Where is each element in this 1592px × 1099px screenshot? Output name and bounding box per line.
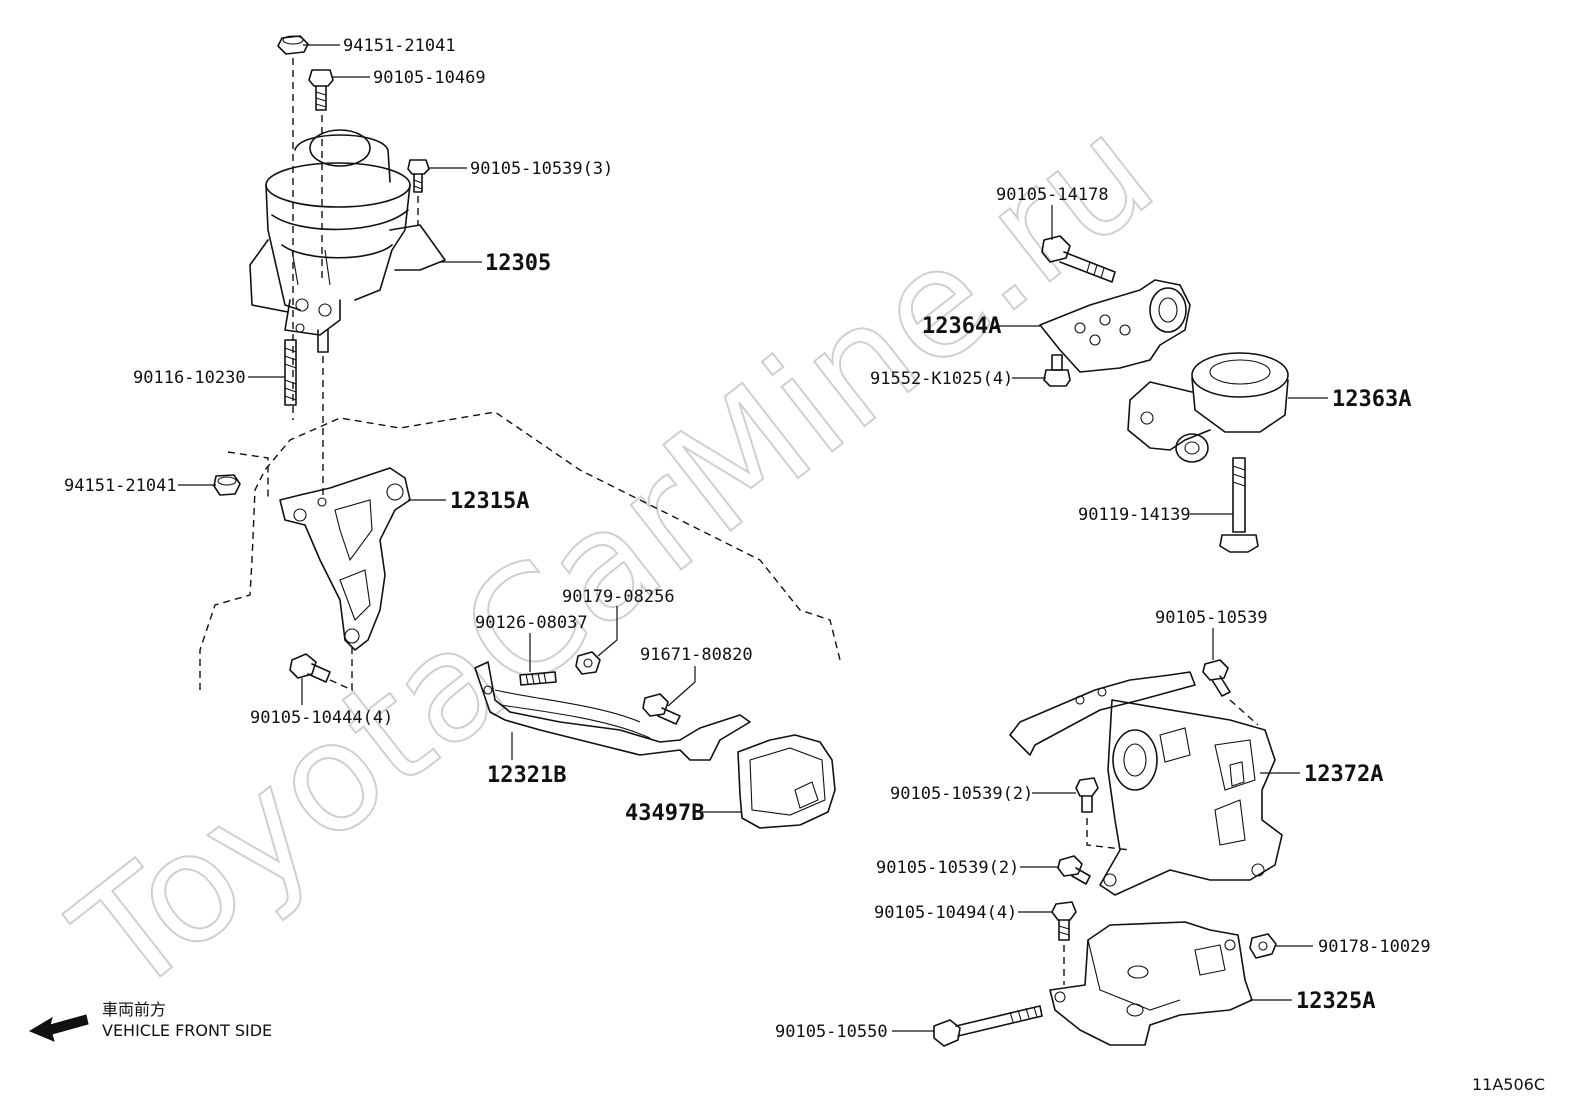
watermark: ToyotaCarMine.ru: [44, 84, 1185, 1028]
leader-lines: [178, 44, 1328, 1032]
label-12315A: 12315A: [450, 489, 529, 514]
bracket-12325A: [1049, 921, 1253, 1046]
label-12325A: 12325A: [1296, 989, 1375, 1014]
mount-12363A: [1127, 352, 1289, 463]
label-90116-10230: 90116-10230: [133, 368, 246, 388]
label-94151-21041-left: 94151-21041: [64, 476, 177, 496]
cover-43497B: [737, 734, 836, 829]
label-91671-80820: 91671-80820: [640, 645, 753, 665]
front-label-jp: 車両前方: [102, 1000, 166, 1019]
label-43497B: 43497B: [625, 801, 704, 826]
label-12363A: 12363A: [1332, 387, 1411, 412]
bracket-12315A: [279, 467, 411, 651]
label-90126-08037: 90126-08037: [475, 613, 588, 633]
bolt-91671-80820: [642, 693, 681, 725]
label-90105-10550: 90105-10550: [775, 1022, 888, 1042]
engine-mount-12305: [249, 129, 446, 336]
label-12364A: 12364A: [922, 314, 1001, 339]
label-90105-10444-4: 90105-10444(4): [250, 708, 393, 728]
label-90105-10539-2a: 90105-10539(2): [890, 784, 1033, 804]
bracket-12321B: [474, 661, 751, 761]
label-90105-10539: 90105-10539: [1155, 608, 1268, 628]
bolt-91552-K1025: [1043, 354, 1071, 387]
label-12372A: 12372A: [1304, 762, 1383, 787]
nut-90178-10029: [1249, 933, 1277, 959]
bolt-90105-10539-2b: [1057, 855, 1091, 885]
bolt-90105-10469: [308, 69, 334, 111]
label-91552-K1025-4: 91552-K1025(4): [870, 369, 1013, 389]
label-90105-10469: 90105-10469: [373, 68, 486, 88]
bolt-90105-10539-3: [407, 159, 430, 193]
nut-94151-top: [277, 35, 309, 55]
nut-90179-08256: [575, 651, 601, 675]
label-12321B: 12321B: [487, 763, 566, 788]
diagram-code: 11A506C: [1472, 1075, 1545, 1094]
bolt-90105-10550: [933, 1005, 1043, 1047]
label-90105-10539-3: 90105-10539(3): [470, 159, 613, 179]
label-12305: 12305: [485, 251, 551, 276]
bracket-12364A: [1039, 279, 1191, 373]
label-94151-21041-top: 94151-21041: [343, 36, 456, 56]
bolt-90119-14139: [1219, 457, 1259, 553]
mount-12372A: [1009, 671, 1283, 896]
stud-90116-10230: [284, 339, 297, 406]
label-90105-14178: 90105-14178: [996, 185, 1109, 205]
front-arrow-icon: [28, 1014, 89, 1042]
label-90179-08256: 90179-08256: [562, 587, 675, 607]
label-90105-10494-4: 90105-10494(4): [874, 903, 1017, 923]
label-90105-10539-2b: 90105-10539(2): [876, 858, 1019, 878]
bolt-90105-10539-2a: [1075, 777, 1099, 813]
bolt-90105-10539-right: [1202, 659, 1231, 697]
label-90178-10029: 90178-10029: [1318, 937, 1431, 957]
nut-94151-left: [213, 474, 241, 496]
label-90119-14139: 90119-14139: [1078, 505, 1191, 525]
bolt-90105-10444: [289, 653, 331, 683]
bolt-90105-10494: [1051, 901, 1077, 941]
front-label-en: VEHICLE FRONT SIDE: [102, 1021, 272, 1040]
stud-90126-08037: [519, 671, 557, 686]
engine-outline: [199, 411, 841, 690]
bolt-90105-14178: [1041, 235, 1116, 283]
